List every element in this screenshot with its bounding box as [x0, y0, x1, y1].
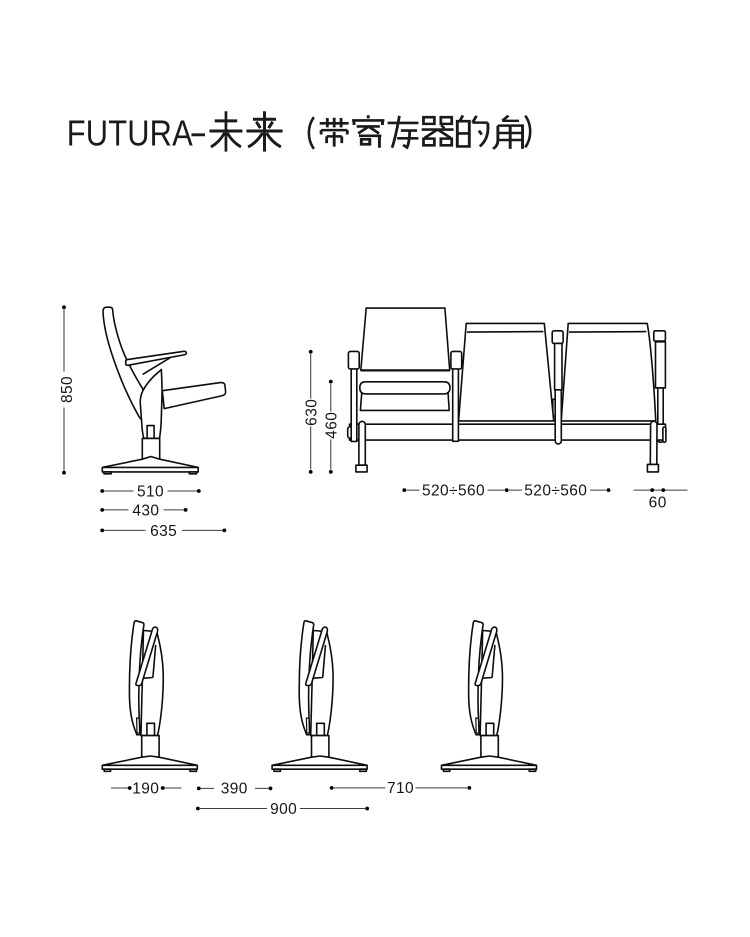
- svg-text:60: 60: [649, 495, 667, 512]
- svg-text:460: 460: [323, 412, 340, 439]
- svg-text:520÷560: 520÷560: [524, 483, 587, 500]
- svg-text:710: 710: [387, 780, 414, 797]
- svg-text:190: 190: [132, 780, 159, 797]
- svg-text:390: 390: [221, 781, 248, 798]
- svg-text:430: 430: [132, 502, 159, 519]
- svg-text:FUTURA: FUTURA: [67, 113, 193, 154]
- svg-text:630: 630: [303, 399, 320, 426]
- svg-text:635: 635: [150, 523, 177, 540]
- svg-text:850: 850: [59, 376, 76, 403]
- svg-text:520÷560: 520÷560: [422, 483, 485, 500]
- svg-text:510: 510: [137, 483, 164, 500]
- svg-text:900: 900: [270, 801, 297, 818]
